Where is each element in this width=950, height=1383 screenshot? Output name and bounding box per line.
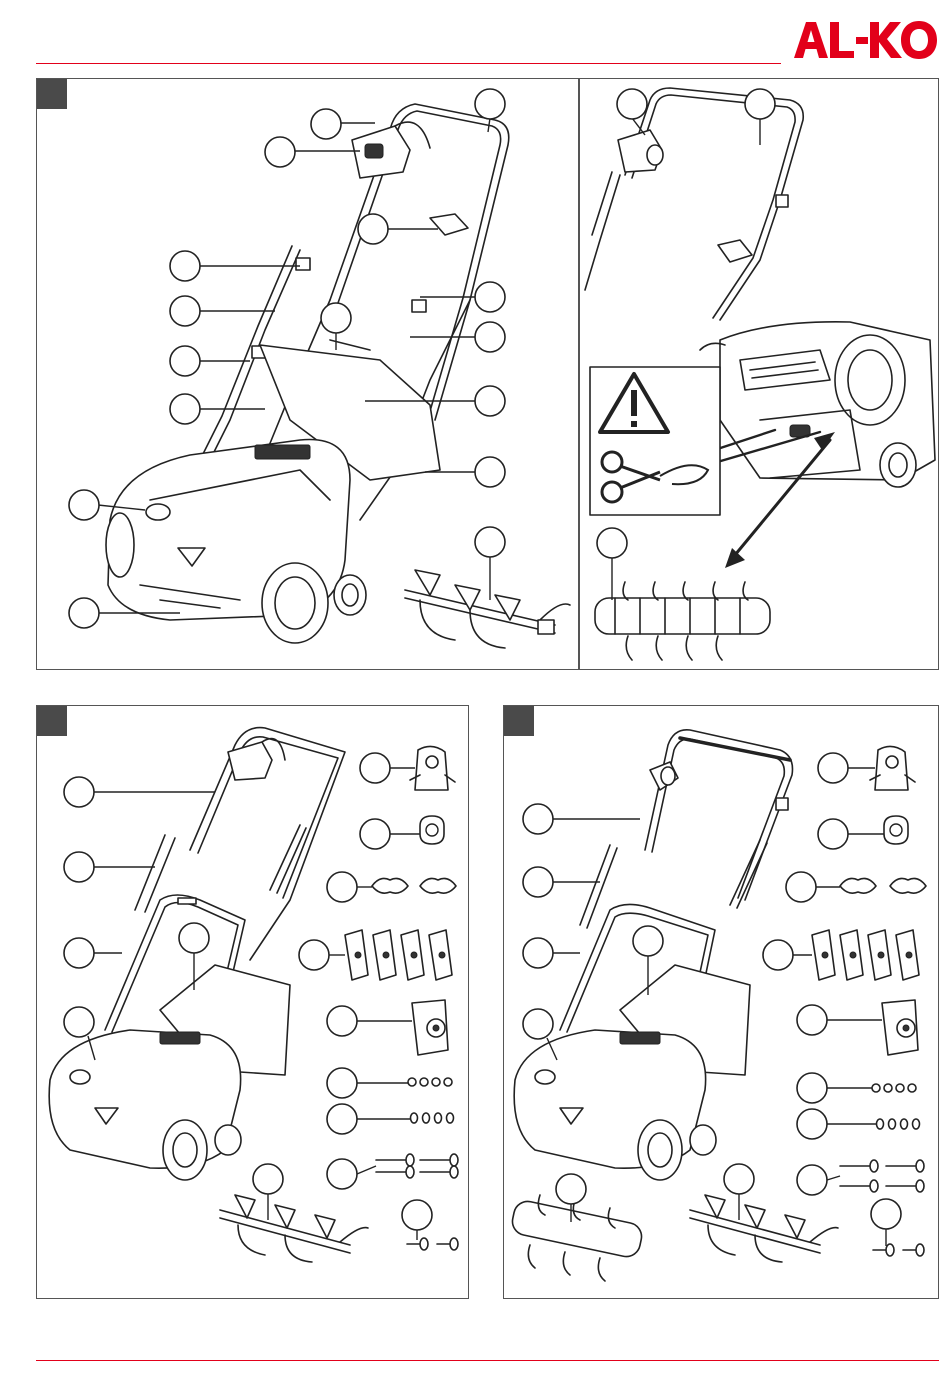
callout-marker — [321, 303, 351, 333]
callout-marker — [475, 457, 505, 487]
callout-marker — [745, 89, 775, 119]
callout-marker — [170, 296, 200, 326]
callout-marker — [358, 214, 388, 244]
warning-box — [590, 367, 720, 515]
scarifier-assembled-drawing — [106, 104, 570, 648]
figure-panel-contents-a — [36, 705, 469, 1299]
callout-marker — [475, 282, 505, 312]
callout-marker — [170, 346, 200, 376]
callout-marker — [475, 89, 505, 119]
callout-marker — [265, 137, 295, 167]
callout-marker — [617, 89, 647, 119]
callout-marker — [170, 394, 200, 424]
callout-marker — [475, 527, 505, 557]
callout-marker — [475, 322, 505, 352]
callout-marker — [475, 386, 505, 416]
callout-marker — [170, 251, 200, 281]
figure-panel-contents-b — [503, 705, 939, 1299]
figure-number-badge — [504, 706, 534, 736]
figure-number-badge — [37, 706, 67, 736]
callout-marker — [597, 528, 627, 558]
callout-marker — [69, 490, 99, 520]
callout-marker — [69, 598, 99, 628]
callout-marker — [311, 109, 341, 139]
footer-rule — [36, 1360, 939, 1361]
